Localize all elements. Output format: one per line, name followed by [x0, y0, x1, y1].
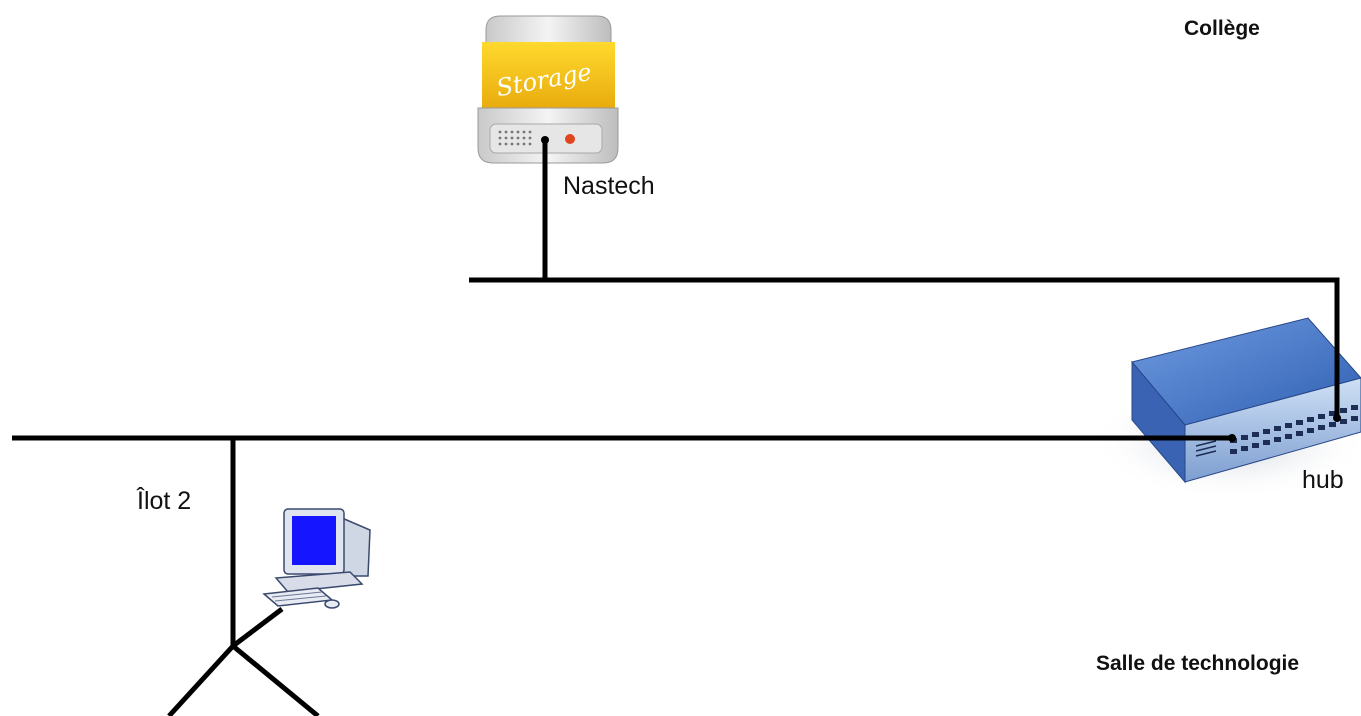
hub-label: hub — [1302, 466, 1344, 494]
branch-left-cable — [167, 644, 235, 716]
computer-cable — [231, 607, 284, 648]
hub-port-dot — [1333, 414, 1341, 422]
nastech-label: Nastech — [563, 172, 655, 200]
college-label: Collège — [1184, 17, 1260, 40]
desktop-computer-icon — [262, 508, 371, 609]
hub-port-dot-2 — [1228, 434, 1236, 442]
ilot-label: Îlot 2 — [137, 487, 192, 515]
salle-label: Salle de technologie — [1096, 652, 1300, 675]
nas-port-dot — [541, 136, 549, 144]
branch-right-cable — [231, 644, 320, 716]
upper-bus-cable — [469, 277, 1340, 418]
cables — [12, 140, 1340, 716]
nas-storage-icon: Storage — [477, 15, 619, 164]
